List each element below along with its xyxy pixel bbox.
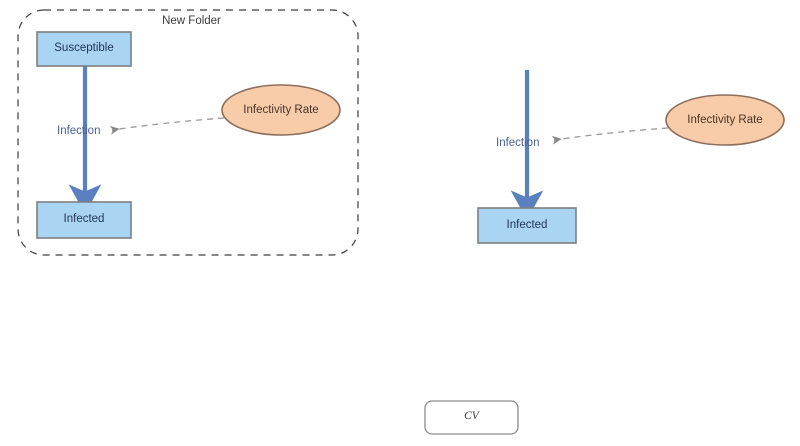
infectivity-rate-to-infection-link-shape[interactable]	[109, 117, 225, 135]
infected-stock-label: Infected	[63, 213, 105, 225]
infected-stock-shape[interactable]	[36, 201, 132, 239]
infected-stock-shape-right[interactable]	[477, 207, 577, 244]
susceptible-stock-label: Susceptible	[54, 42, 114, 54]
new-folder-title: New Folder	[162, 15, 221, 27]
infectivity-rate-to-infection-link-shape-right[interactable]	[551, 127, 669, 145]
infectivity-rate-variable-shape[interactable]	[221, 84, 341, 136]
cv-box-shape[interactable]	[424, 400, 519, 435]
infection-flow-label-right: Infection	[496, 137, 540, 149]
infection-flow-label: Infection	[57, 125, 101, 137]
infectivity-rate-variable-shape-right[interactable]	[665, 94, 785, 146]
infected-stock-label-right: Infected	[506, 219, 548, 231]
infectivity-rate-variable-label-right: Infectivity Rate	[687, 114, 763, 126]
new-folder-boundary[interactable]	[17, 9, 359, 256]
infectivity-rate-variable-label: Infectivity Rate	[243, 104, 319, 116]
susceptible-stock-shape[interactable]	[36, 31, 132, 67]
cv-box-label: CV	[464, 410, 479, 422]
